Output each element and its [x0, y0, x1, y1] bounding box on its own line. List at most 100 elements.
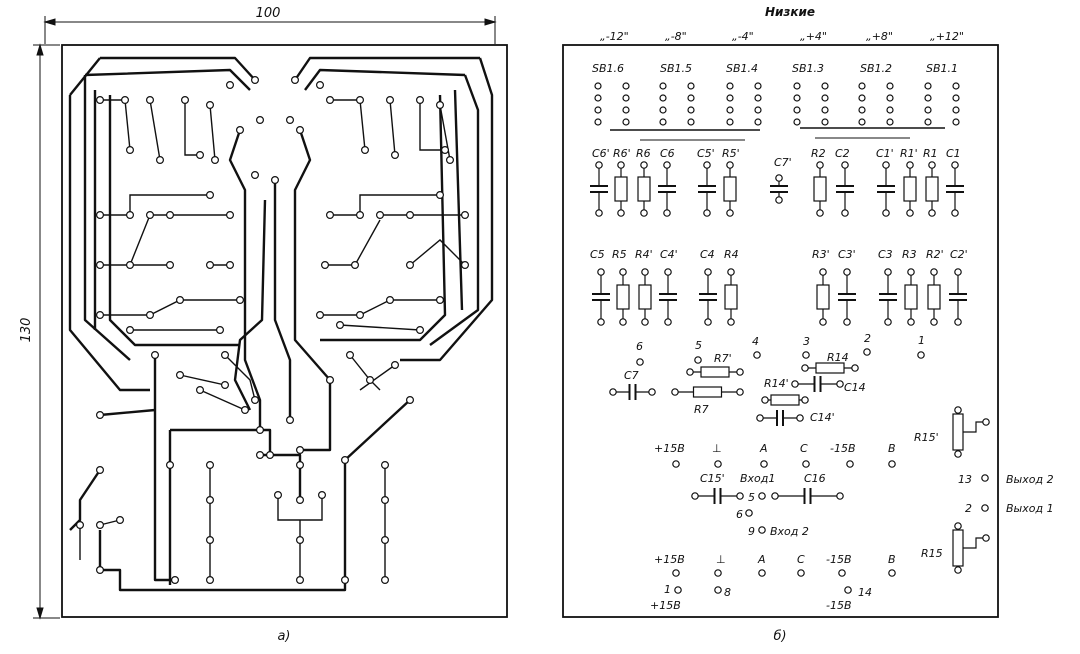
pad-number: 6 — [636, 340, 643, 353]
pad — [256, 426, 265, 435]
pad — [727, 318, 735, 326]
pad — [664, 318, 672, 326]
pad — [758, 569, 766, 577]
pad — [619, 268, 627, 276]
pad — [256, 115, 265, 124]
pad — [95, 565, 104, 574]
component-label: C14 — [844, 381, 866, 394]
pad — [356, 211, 365, 220]
pad — [341, 575, 350, 584]
pad — [211, 156, 220, 165]
pad-number: 9 — [748, 525, 755, 538]
pad — [858, 82, 866, 90]
pad-number: 5 — [695, 339, 702, 352]
panel-a-width-dimension: 100 — [256, 6, 281, 21]
resistor-body — [616, 284, 630, 310]
pad — [888, 460, 896, 468]
pad — [726, 82, 734, 90]
component-label: R14 — [827, 351, 849, 364]
pad-number: 5 — [748, 491, 755, 504]
pad — [251, 171, 260, 180]
pad — [341, 456, 350, 465]
component-label: C3 — [878, 248, 893, 261]
pad — [436, 100, 445, 109]
pad — [664, 268, 672, 276]
pad — [226, 211, 235, 220]
panel-b-components — [590, 82, 990, 594]
terminal-label: -15В — [826, 599, 852, 612]
terminal-row-2: +15В ⊥ A C -15В B — [654, 553, 896, 566]
pad — [296, 125, 305, 134]
terminal-label: ⊥ — [716, 553, 726, 566]
resistor-body — [904, 284, 918, 310]
pad — [886, 118, 894, 126]
pad — [326, 376, 335, 385]
pad — [594, 94, 602, 102]
pad — [619, 318, 627, 326]
pad — [674, 586, 682, 594]
component-label: R4' — [635, 248, 653, 261]
pad — [206, 261, 215, 270]
pad — [796, 414, 804, 422]
component-label: R7 — [694, 403, 709, 416]
switch-label: SB1.6 — [592, 62, 624, 75]
pad — [366, 376, 375, 385]
terminal-label: A — [757, 553, 766, 566]
pad — [952, 118, 960, 126]
pad — [886, 82, 894, 90]
pad — [952, 94, 960, 102]
component-label: R3' — [812, 248, 830, 261]
pad — [930, 318, 938, 326]
pad — [793, 118, 801, 126]
pad — [326, 95, 335, 104]
pad — [884, 268, 892, 276]
output-labels: 13 Выход 2 2 Выход 1 — [958, 473, 1054, 515]
pad — [617, 209, 625, 217]
pad — [924, 94, 932, 102]
pad — [745, 509, 753, 517]
resistor-body — [700, 366, 730, 378]
pad — [226, 261, 235, 270]
resistor-body — [770, 394, 800, 406]
terminal-label: A — [759, 442, 768, 455]
pad — [954, 318, 962, 326]
pad — [171, 575, 180, 584]
pad — [406, 211, 415, 220]
component-label: R6' — [613, 147, 631, 160]
range-label: „+8" — [866, 30, 893, 43]
pad — [954, 268, 962, 276]
terminal-label: C — [800, 442, 808, 455]
range-label: „-4" — [732, 30, 754, 43]
pad — [659, 94, 667, 102]
resistor-body — [927, 284, 941, 310]
pad — [146, 311, 155, 320]
pad — [391, 151, 400, 160]
component-label: R14' — [764, 377, 789, 390]
pad — [663, 161, 671, 169]
pad — [271, 176, 280, 185]
pad — [95, 211, 104, 220]
pad — [736, 368, 744, 376]
panel-b-caption: б) — [773, 629, 786, 644]
pad — [622, 94, 630, 102]
pad — [156, 156, 165, 165]
pad — [907, 268, 915, 276]
pad — [816, 209, 824, 217]
pad — [758, 526, 766, 534]
pad — [771, 492, 779, 500]
pad — [446, 156, 455, 165]
pad — [821, 94, 829, 102]
pad — [841, 161, 849, 169]
pad — [274, 491, 283, 500]
pad — [727, 268, 735, 276]
pad — [802, 460, 810, 468]
pad — [819, 268, 827, 276]
pad — [858, 118, 866, 126]
pad — [844, 586, 852, 594]
pad — [221, 351, 230, 360]
pad — [843, 318, 851, 326]
trimmer-body — [952, 529, 964, 567]
pad — [461, 211, 470, 220]
pad — [952, 106, 960, 114]
component-label: C15' — [700, 472, 725, 485]
